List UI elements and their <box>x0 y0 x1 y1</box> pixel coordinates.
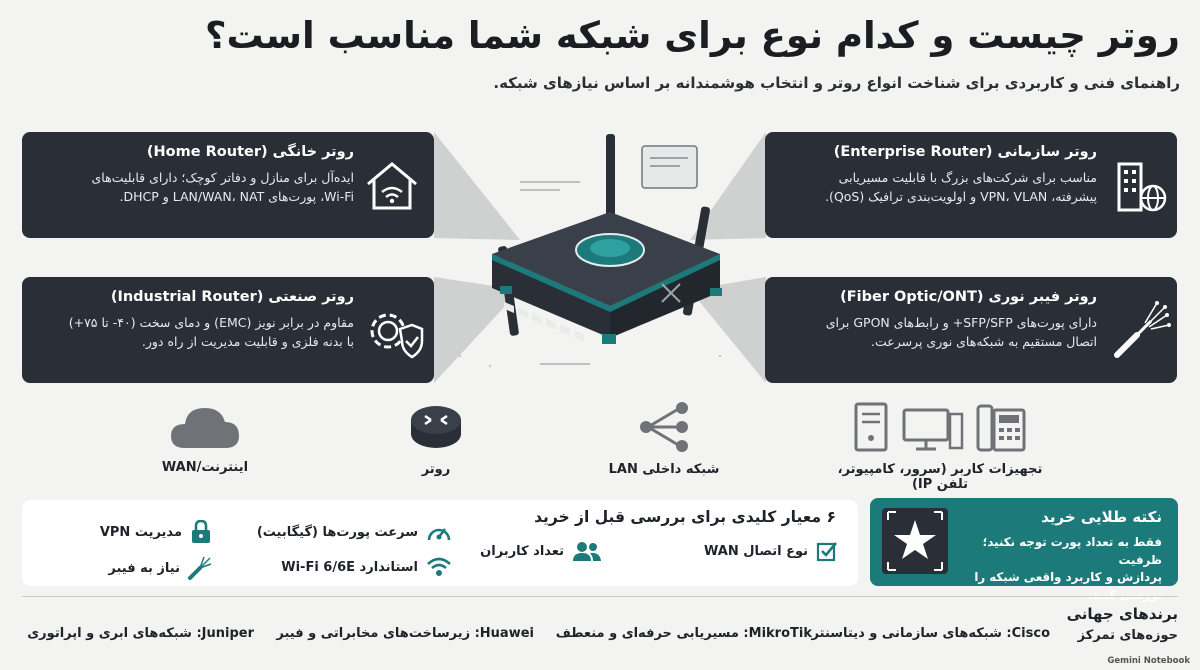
criteria-item-wifi-label: استاندارد Wi-Fi 6/6E <box>281 559 418 575</box>
brand-juniper-name: Juniper <box>201 626 254 641</box>
card-enterprise-desc-1: مناسب برای شرکت‌های بزرگ با قابلیت مسیری… <box>838 170 1097 185</box>
card-home-desc-1: ایده‌آل برای منازل و دفاتر کوچک؛ دارای ق… <box>91 170 354 185</box>
card-fiber-desc-2: اتصال مستقیم به شبکه‌های نوری پرسرعت. <box>870 334 1097 350</box>
criteria-item-ports: سرعت پورت‌ها (گیگابیت) <box>257 520 452 544</box>
criteria-item-fiber-label: نیاز به فیبر <box>108 560 180 576</box>
devices-icon <box>854 402 1026 452</box>
sparkle-star-icon <box>887 511 943 571</box>
cloud-icon <box>171 408 239 448</box>
card-industrial-desc-2: با بدنه فلزی و قابلیت مدیریت از راه دور. <box>141 334 354 350</box>
brand-cisco-name: Cisco <box>1011 626 1050 641</box>
brand-juniper: Juniper: شبکه‌های ابری و اپراتوری <box>27 626 254 641</box>
tip-desc-2: پردازش و کاربرد واقعی شبکه را بررسی کنید… <box>974 570 1162 602</box>
criteria-item-vpn: مدیریت VPN <box>100 520 212 544</box>
building-globe-icon <box>1117 162 1167 212</box>
card-home-title: روتر خانگی (Home Router) <box>146 144 354 160</box>
golden-tip-box: نکته طلایی خرید فقط به تعداد پورت توجه ن… <box>870 498 1178 602</box>
card-home-router: روتر خانگی (Home Router) ایده‌آل برای من… <box>22 132 434 238</box>
brand-mikrotik-name: MikroTik <box>748 626 812 641</box>
card-industrial-router: روتر صنعتی (Industrial Router) مقاوم در … <box>22 277 434 383</box>
brands-subtitle: حوزه‌های تمرکز <box>1077 628 1178 643</box>
brand-huawei-focus: زیرساخت‌های مخابراتی و فیبر <box>276 626 471 641</box>
criteria-title: ۶ معیار کلیدی برای بررسی قبل از خرید <box>534 508 836 526</box>
router-icon <box>411 406 461 448</box>
connection-beams <box>434 132 766 383</box>
card-fiber-title: روتر فیبر نوری (Fiber Optic/ONT) <box>840 289 1097 305</box>
card-enterprise-router: روتر سازمانی (Enterprise Router) مناسب ب… <box>765 132 1177 238</box>
brand-juniper-focus: شبکه‌های ابری و اپراتوری <box>27 626 192 641</box>
card-home-desc-2: Wi-Fi، پورت‌های LAN/WAN، NAT و DHCP. <box>119 189 354 205</box>
card-industrial-desc-1: مقاوم در برابر نویز (EMC) و دمای سخت (۴۰… <box>68 315 354 330</box>
criteria-item-fiber: نیاز به فیبر <box>108 556 212 580</box>
home-wifi-icon <box>367 162 417 210</box>
criteria-item-ports-label: سرعت پورت‌ها (گیگابیت) <box>256 524 418 540</box>
criteria-box: ۶ معیار کلیدی برای بررسی قبل از خرید نوع… <box>22 500 858 586</box>
topology-lan-label: شبکه داخلی LAN <box>608 462 720 477</box>
criteria-item-wan: نوع اتصال WAN <box>704 540 838 562</box>
page-title: روتر چیست و کدام نوع برای شبکه شما مناسب… <box>205 14 1180 57</box>
checkbox-check-icon <box>816 542 837 562</box>
card-fiber-router: روتر فیبر نوری (Fiber Optic/ONT) دارای پ… <box>765 277 1177 383</box>
criteria-item-wifi: استاندارد Wi-Fi 6/6E <box>281 556 452 578</box>
topology-lan: شبکه داخلی LAN <box>604 400 724 477</box>
brands-divider <box>22 596 1178 597</box>
speedometer-icon <box>427 528 451 541</box>
topology-devices: تجهیزات کاربر (سرور، کامپیوتر، تلفن IP) <box>830 400 1050 492</box>
share-network-icon <box>640 402 688 452</box>
brand-mikrotik: MikroTik: مسیریابی حرفه‌ای و منعطف <box>555 626 812 641</box>
card-fiber-desc-1: دارای پورت‌های SFP/SFP+ و رابط‌های GPON … <box>825 315 1097 330</box>
topology-wan-label: اینترنت/WAN <box>161 460 249 475</box>
lock-icon <box>192 520 210 543</box>
fiber-cable-icon <box>188 556 212 580</box>
criteria-item-wan-label: نوع اتصال WAN <box>704 543 808 559</box>
topology-router: روتر <box>404 400 468 477</box>
topology-wan: اینترنت/WAN <box>160 400 250 475</box>
fiber-optic-icon <box>1114 301 1171 358</box>
topology-router-label: روتر <box>421 462 451 477</box>
tip-icon-frame <box>882 508 948 574</box>
brand-cisco: Cisco: شبکه‌های سازمانی و دیتاسنتر <box>811 626 1050 641</box>
card-enterprise-desc-2: پیشرفته، VPN، VLAN و اولویت‌بندی ترافیک … <box>825 189 1097 205</box>
page-subtitle: راهنمای فنی و کاربردی برای شناخت انواع ر… <box>493 74 1180 92</box>
criteria-item-users-label: تعداد کاربران <box>480 543 564 559</box>
gear-shield-icon <box>370 313 424 359</box>
criteria-item-vpn-label: مدیریت VPN <box>99 524 182 540</box>
brands-title: برندهای جهانی <box>1066 605 1178 623</box>
router-illustration <box>458 134 742 368</box>
card-enterprise-title: روتر سازمانی (Enterprise Router) <box>833 144 1097 160</box>
criteria-item-users: تعداد کاربران <box>480 540 602 562</box>
users-icon <box>573 542 601 561</box>
wifi-icon <box>427 557 451 576</box>
brand-huawei: Huawei: زیرساخت‌های مخابراتی و فیبر <box>276 626 534 641</box>
brand-cisco-focus: شبکه‌های سازمانی و دیتاسنتر <box>811 626 1002 641</box>
brand-huawei-name: Huawei <box>479 626 534 641</box>
watermark: Gemini Notebook <box>1107 656 1190 666</box>
card-industrial-title: روتر صنعتی (Industrial Router) <box>110 289 354 305</box>
brand-mikrotik-focus: مسیریابی حرفه‌ای و منعطف <box>555 626 739 641</box>
tip-desc-1: فقط به تعداد پورت توجه نکنید؛ ظرفیت <box>982 535 1162 567</box>
topology-devices-label: تجهیزات کاربر (سرور، کامپیوتر، تلفن IP) <box>837 462 1043 492</box>
tip-title: نکته طلایی خرید <box>1041 508 1162 526</box>
